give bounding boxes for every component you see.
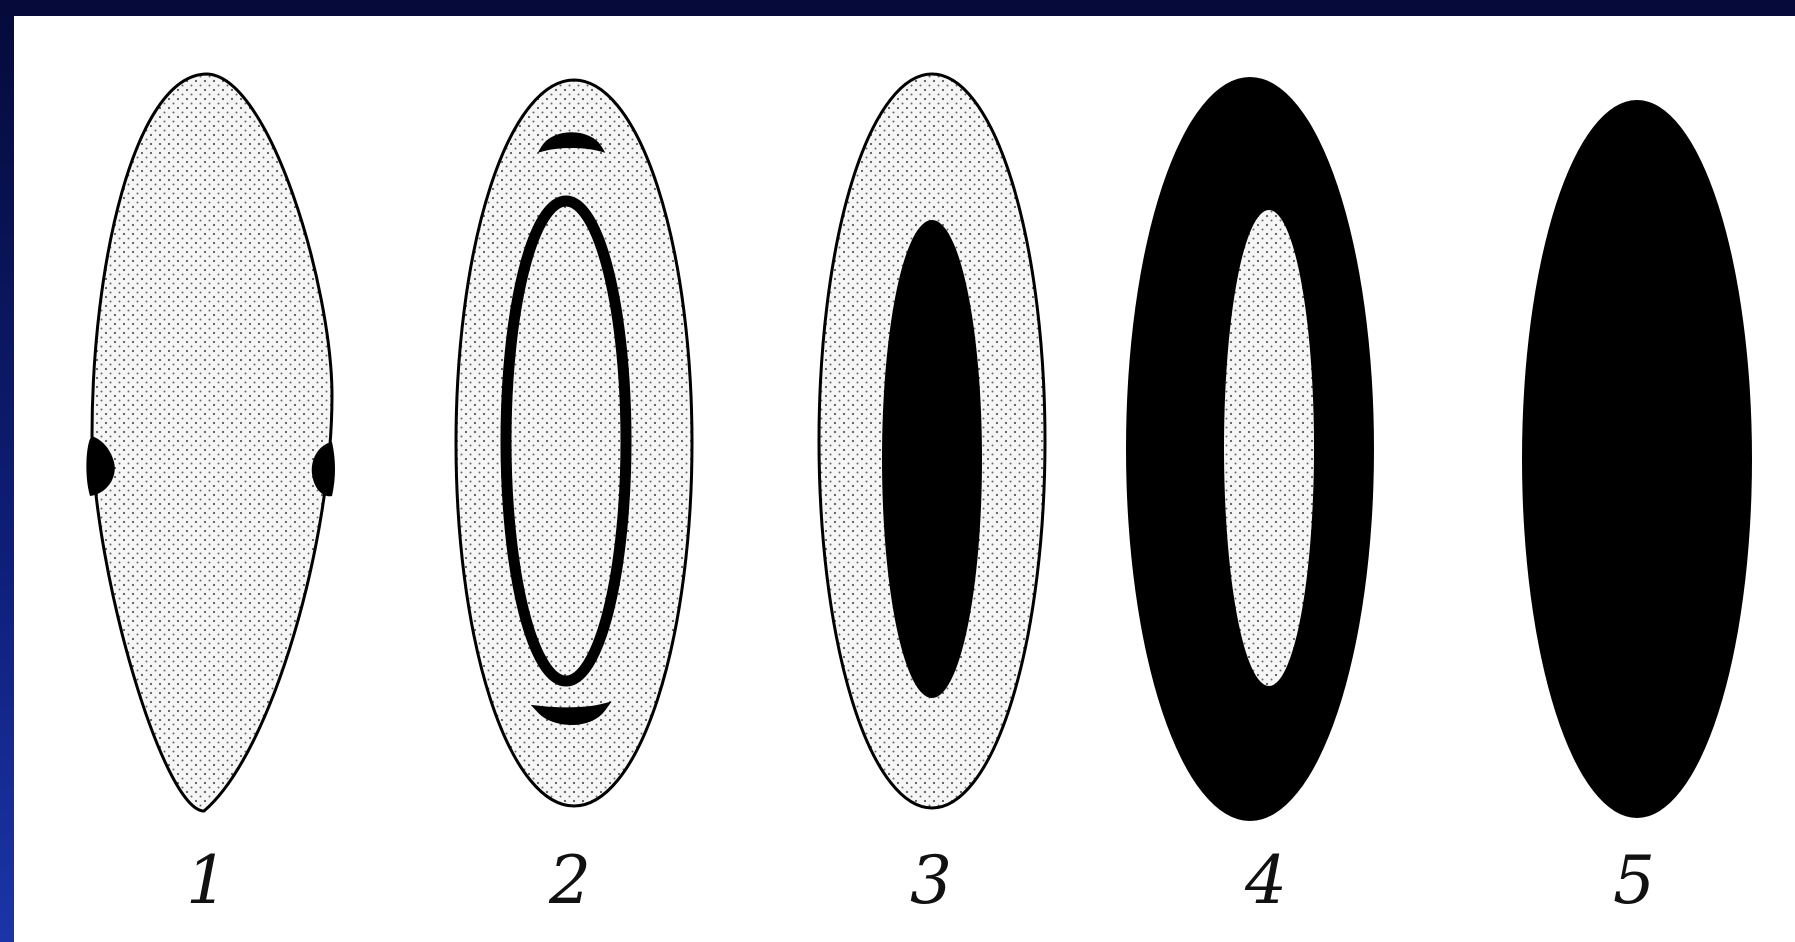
- spindle-1: [86, 74, 335, 811]
- spindle-4-core: [1224, 210, 1314, 686]
- spindle-5: [1522, 100, 1752, 818]
- label-4: 4: [1226, 842, 1306, 919]
- spindle-2-bottom-cap: [541, 708, 602, 721]
- spindle-2-top-cap: [544, 135, 599, 148]
- figure-panel: 1 2 3 4 5: [14, 16, 1795, 942]
- spindle-diagram: [14, 16, 1795, 942]
- spindle-5-shape: [1522, 100, 1752, 818]
- label-3: 3: [891, 842, 971, 919]
- spindle-4: [1126, 77, 1374, 821]
- spindle-2-outline: [456, 80, 692, 806]
- spindle-1-outline: [92, 74, 332, 811]
- label-1: 1: [167, 842, 247, 919]
- spindle-3-core: [882, 220, 982, 698]
- spindle-2: [456, 80, 692, 806]
- label-2: 2: [530, 842, 610, 919]
- label-5: 5: [1594, 842, 1674, 919]
- spindle-3: [819, 74, 1045, 808]
